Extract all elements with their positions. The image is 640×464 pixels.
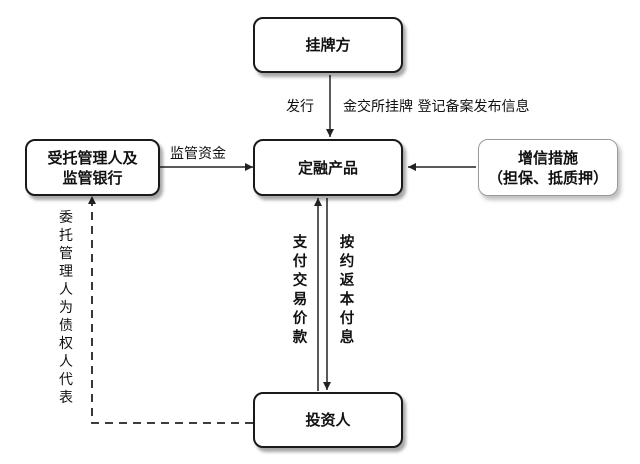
node-trustee: 受托管理人及 监管银行 [25,139,160,196]
node-investor: 投资人 [253,392,403,448]
arrow-investor-to-trustee-dashed [88,196,253,424]
node-issuer-label: 挂牌方 [305,36,351,54]
node-trustee-label: 受托管理人及 监管银行 [47,148,138,187]
node-credit-label: 增信措施 （担保、抵质押） [487,148,608,187]
label-supervise-funds: 监管资金 [170,146,226,162]
label-trustee-representative: 委托管理人为债权人代表 [59,210,73,406]
node-credit-enhancement: 增信措施 （担保、抵质押） [478,139,618,196]
node-issuer: 挂牌方 [253,17,403,73]
label-repay-interest: 按约返本付息 [339,235,355,346]
node-product-label: 定融产品 [297,158,358,177]
node-investor-label: 投资人 [305,411,351,429]
node-product: 定融产品 [253,139,403,196]
label-listing: 金交所挂牌 登记备案发布信息 [343,99,530,115]
label-pay-price: 支付交易价款 [292,235,308,346]
label-issue: 发行 [286,99,314,115]
